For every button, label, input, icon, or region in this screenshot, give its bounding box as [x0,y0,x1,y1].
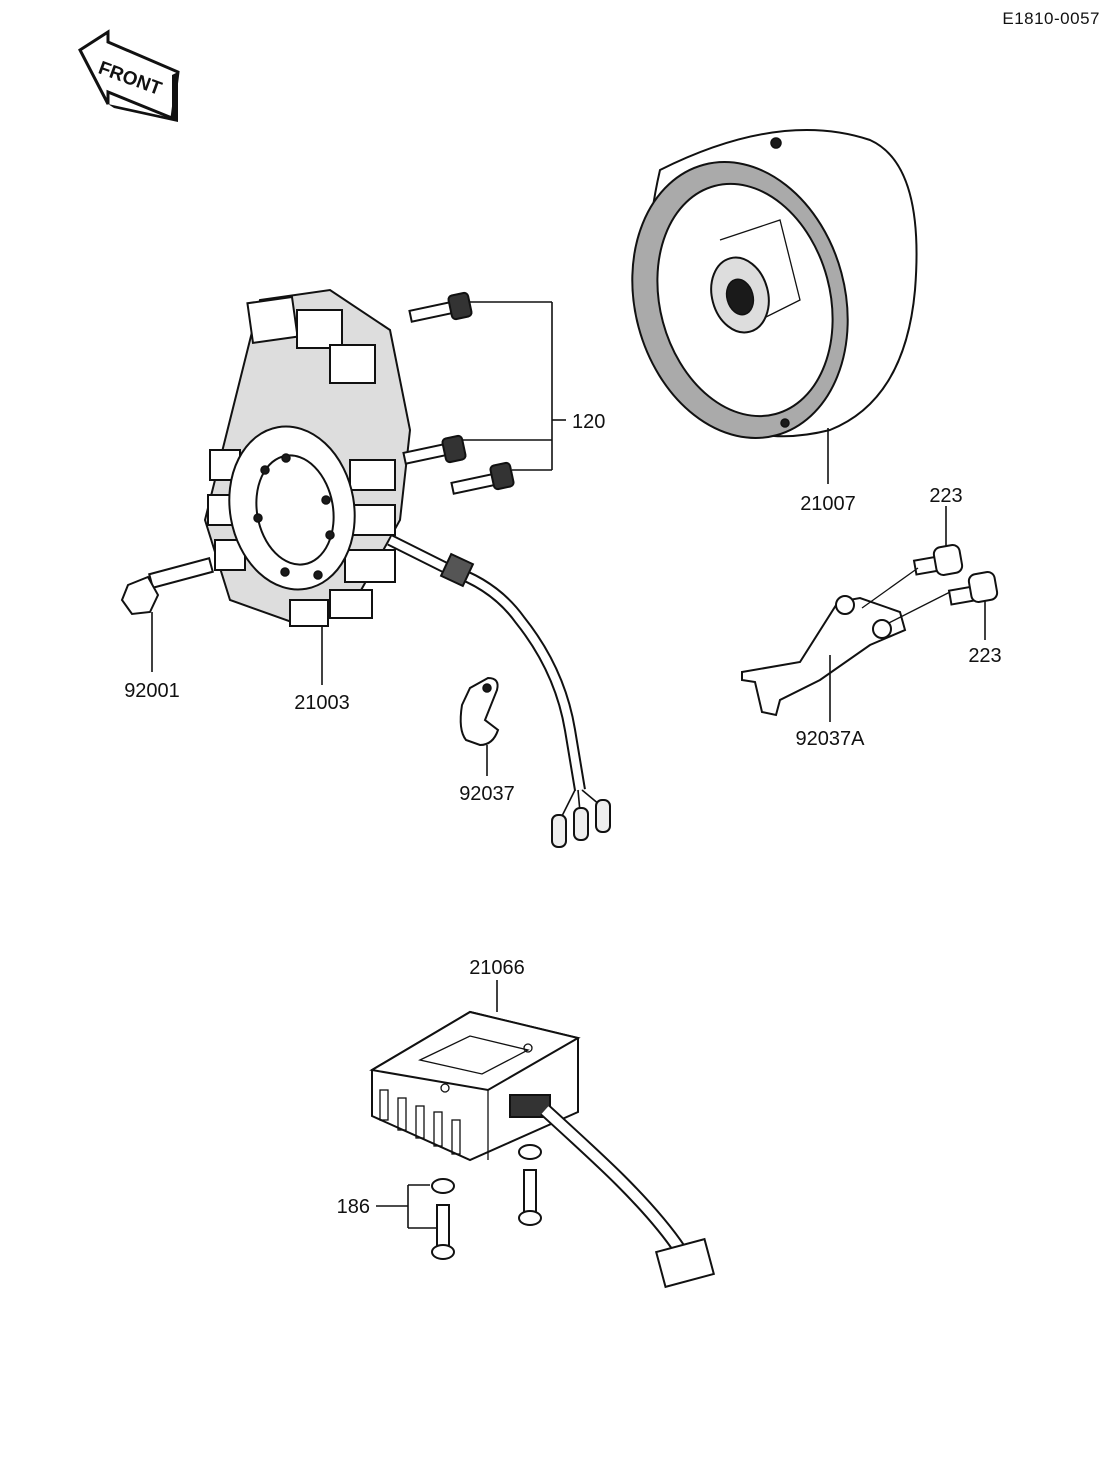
part-label-21066: 21066 [469,957,525,979]
bracket-186 [376,1184,436,1229]
part-label-186: 186 [337,1196,370,1218]
diagram-code: E1810-0057 [1002,9,1100,28]
stator [203,288,412,627]
part-label-21007: 21007 [800,493,856,515]
regulator-rectifier [369,1010,581,1162]
clamp [459,676,500,747]
part-label-223-a: 223 [929,485,962,507]
part-label-92001: 92001 [124,680,180,702]
front-arrow-icon: FRONT [78,29,180,122]
stator-wire-harness [387,534,611,848]
part-label-120: 120 [572,411,605,433]
part-label-92037: 92037 [459,783,515,805]
bracket-120 [462,301,566,471]
part-label-92037A: 92037A [796,728,866,750]
part-label-21003: 21003 [294,692,350,714]
flywheel-rotor [631,129,918,439]
wire-guide-plate [741,567,951,717]
stator-bolts [402,291,515,495]
part-label-223-b: 223 [968,645,1001,667]
screw-a [912,544,964,576]
regulator-screws [431,1144,542,1260]
regulator-harness [540,1104,716,1289]
bolt [120,556,214,616]
screw-b [947,571,999,606]
